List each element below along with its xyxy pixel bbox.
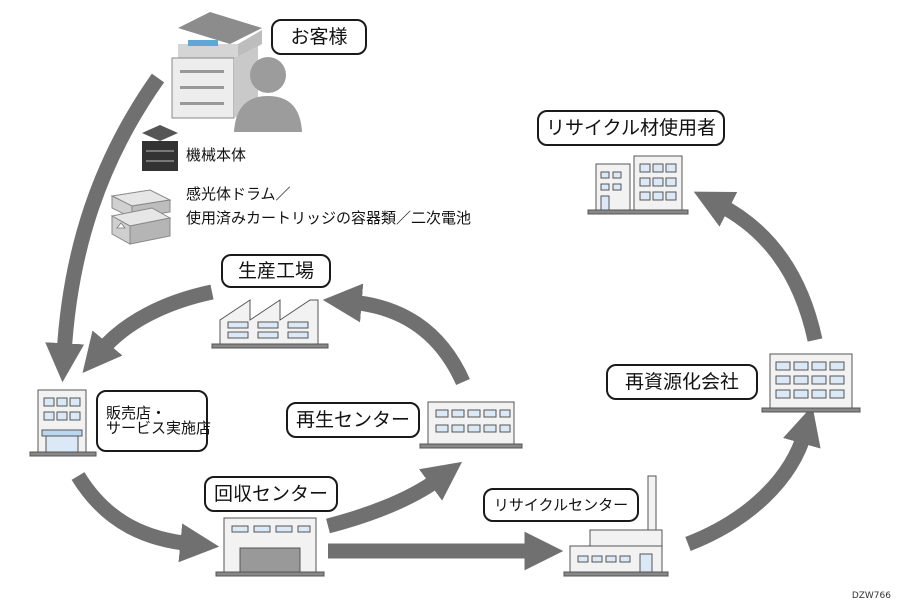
arrow-dealer-to-collection <box>71 471 220 563</box>
regeneration-center-icon <box>419 401 523 449</box>
factory-icon <box>211 299 329 349</box>
recycling-company-label: 再資源化会社 <box>606 364 758 400</box>
arrow-recycle-to-company <box>685 405 821 551</box>
recycled-material-user-icon <box>587 155 689 215</box>
dealer-label-line1: 販売店・ <box>106 404 167 422</box>
customer-label: お客様 <box>271 19 367 55</box>
arrow-collection-to-regeneration <box>326 461 463 534</box>
consumables-label-line2: 使用済みカートリッジの容器類／二次電池 <box>186 209 472 227</box>
recycle-center-icon <box>563 475 669 577</box>
arrow-company-to-user <box>693 191 823 342</box>
consumables-icon <box>110 189 172 245</box>
dealer-building-icon <box>29 389 97 457</box>
recycling-company-icon <box>761 353 861 413</box>
recycled-material-user-label: リサイクル材使用者 <box>537 110 725 146</box>
factory-label: 生産工場 <box>221 254 331 288</box>
dealer-label-line2: サービス実施店 <box>106 419 212 437</box>
collection-center-label: 回収センター <box>204 476 338 512</box>
collection-center-icon <box>215 517 325 577</box>
consumables-label-line1: 感光体ドラム／ <box>186 185 291 203</box>
machine-body-label: 機械本体 <box>186 146 247 164</box>
regeneration-center-label: 再生センター <box>286 402 420 438</box>
machine-body-icon <box>142 125 178 171</box>
arrow-customer-to-dealer <box>45 73 165 383</box>
figure-code: DZW766 <box>851 591 891 601</box>
person-icon <box>234 57 302 132</box>
recycle-center-label: リサイクルセンター <box>483 488 639 522</box>
dealer-label: 販売店・ サービス実施店 <box>96 390 212 452</box>
arrow-regeneration-to-factory <box>322 283 470 386</box>
arrow-factory-to-dealer <box>82 284 214 373</box>
printer-icon <box>171 12 262 119</box>
